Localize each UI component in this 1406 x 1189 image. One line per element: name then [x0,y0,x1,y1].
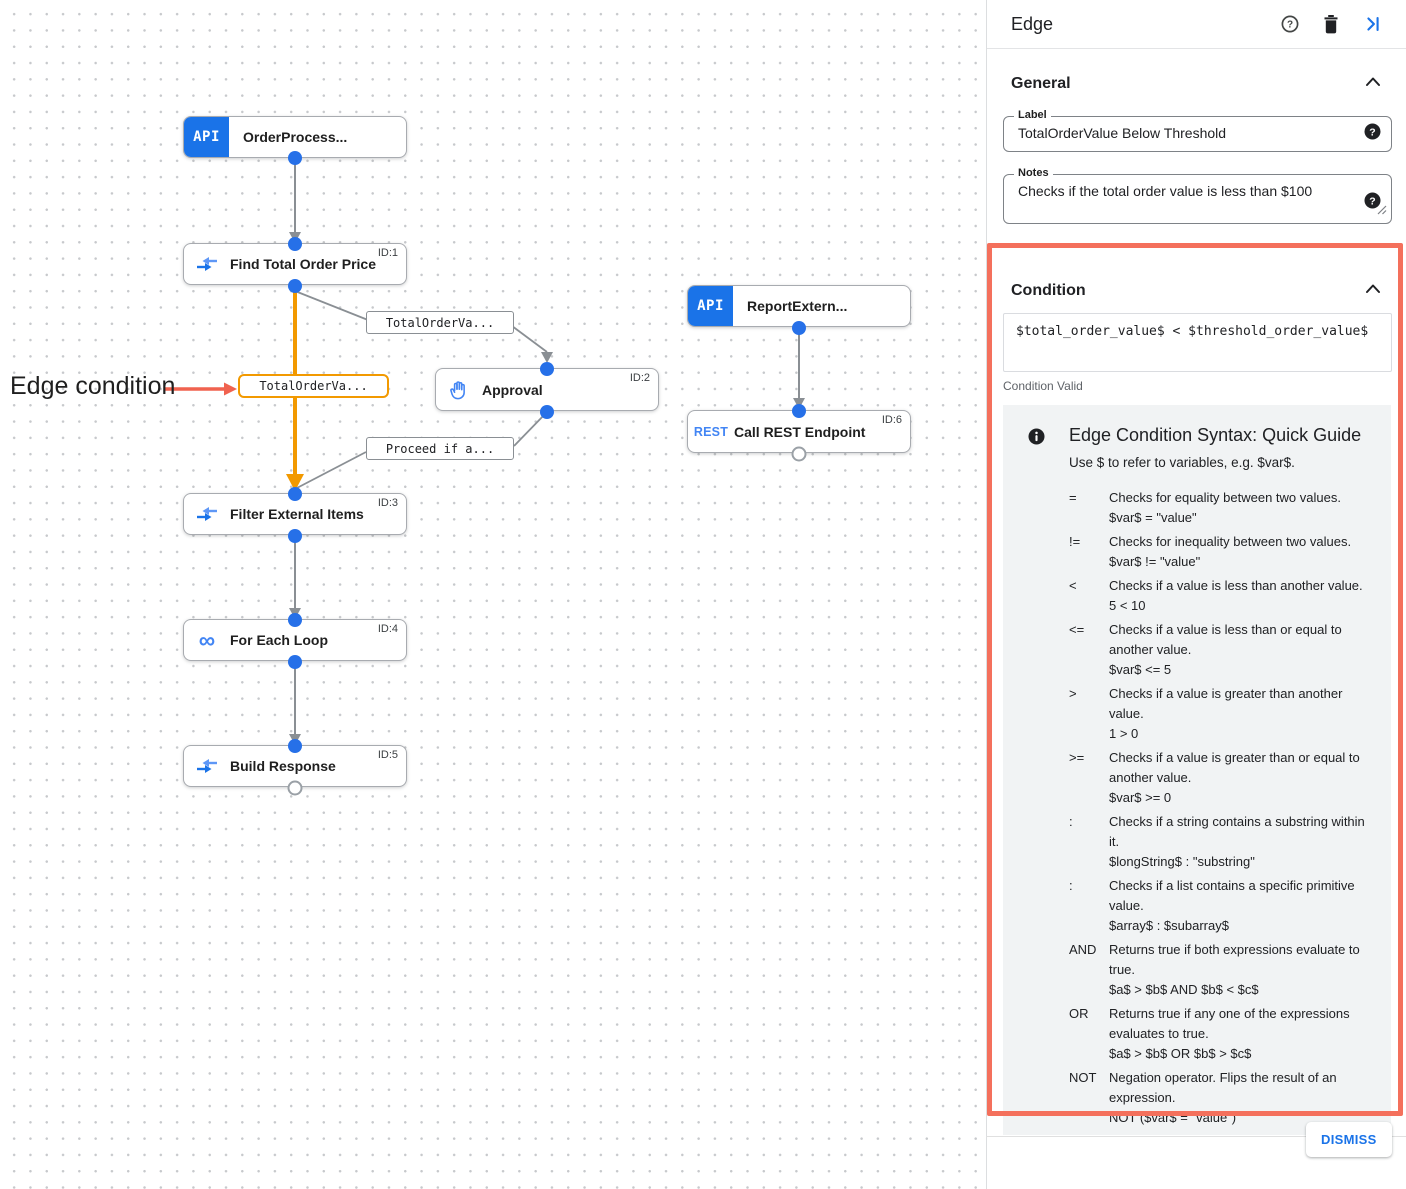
node-label: OrderProcess... [243,129,348,145]
guide-row: >Checks if a value is greater than anoth… [1069,686,1343,741]
node-filter-external-items[interactable]: Filter External Items ID:3 [183,493,407,535]
node-label: Find Total Order Price [230,256,376,272]
guide-row: =Checks for equality between two values.… [1069,490,1341,525]
node-id: ID:5 [377,749,398,761]
node-call-rest-endpoint[interactable]: REST Call REST Endpoint ID:6 [687,410,911,453]
rest-icon: REST [693,424,729,439]
edge-properties-panel: Edge ? [986,0,1406,1189]
guide-row: :Checks if a string contains a substring… [1069,814,1365,869]
data-mapping-icon [184,256,230,272]
node-label: ReportExtern... [747,298,848,314]
panel-header: Edge ? [987,0,1406,48]
guide-subtitle: Use $ to refer to variables, e.g. $var$. [1069,455,1295,470]
label-field-label: Label [1014,109,1051,121]
panel-header-divider [987,48,1406,49]
flow-canvas[interactable]: API OrderProcess... Find Total Order Pri… [0,0,986,1189]
node-approval[interactable]: Approval ID:2 [435,368,659,411]
guide-row: >=Checks if a value is greater than or e… [1069,750,1360,805]
approval-hand-icon [436,379,482,401]
api-trigger-badge: API [184,117,229,157]
node-id: ID:1 [377,247,398,259]
svg-text:?: ? [1369,195,1375,207]
guide-row: <Checks if a value is less than another … [1069,578,1363,613]
notes-textarea[interactable]: Checks if the total order value is less … [1018,183,1313,199]
section-general: General [1011,73,1383,94]
node-id: ID:3 [377,497,398,509]
node-id: ID:6 [881,414,902,426]
info-icon [1028,428,1045,450]
guide-row: <=Checks if a value is less than or equa… [1069,622,1342,677]
help-icon[interactable]: ? [1280,14,1300,34]
label-field[interactable]: Label ? [1003,109,1392,152]
svg-text:?: ? [1369,126,1375,138]
general-section-title: General [1011,74,1071,92]
section-condition: Condition $total_order_value$ < $thresho… [987,280,1406,1135]
svg-text:?: ? [1287,20,1293,31]
loop-icon: ∞ [198,627,216,653]
node-for-each-loop[interactable]: ∞ For Each Loop ID:4 [183,619,407,661]
node-label: Approval [482,381,543,398]
chevron-up-icon[interactable] [1363,280,1383,301]
node-report-external[interactable]: API ReportExtern... [687,285,911,327]
node-id: ID:4 [377,623,398,635]
chevron-up-icon[interactable] [1363,73,1383,94]
edge-label-from-approval[interactable]: Proceed if a... [366,437,514,460]
data-mapping-icon [184,506,230,522]
panel-title: Edge [1011,13,1054,34]
node-find-total-order-price[interactable]: Find Total Order Price ID:1 [183,243,407,285]
notes-field-label: Notes [1014,167,1053,179]
delete-icon[interactable] [1322,14,1340,34]
field-help-icon[interactable]: ? [1364,123,1381,145]
api-trigger-badge: API [688,286,733,326]
node-label: Build Response [230,758,336,774]
guide-row: !=Checks for inequality between two valu… [1069,534,1352,569]
notes-field[interactable]: Notes Checks if the total order value is… [1003,167,1392,224]
condition-expression-input[interactable]: $total_order_value$ < $threshold_order_v… [1003,313,1392,372]
flow-edges-layer [164,151,807,796]
data-mapping-icon [184,758,230,774]
label-input[interactable] [1018,125,1357,141]
collapse-panel-icon[interactable] [1362,13,1384,35]
guide-row: :Checks if a list contains a specific pr… [1069,878,1355,933]
condition-valid-status: Condition Valid [1003,379,1083,393]
node-label: For Each Loop [230,632,328,648]
panel-footer-divider [986,1136,1406,1137]
condition-section-title: Condition [1011,281,1086,299]
dismiss-button[interactable]: DISMISS [1306,1122,1392,1157]
node-label: Filter External Items [230,506,364,522]
node-build-response[interactable]: Build Response ID:5 [183,745,407,787]
node-id: ID:2 [629,372,650,384]
guide-rows: =Checks for equality between two values.… [1069,488,1381,1128]
field-help-icon[interactable]: ? [1364,192,1381,214]
guide-title: Edge Condition Syntax: Quick Guide [1069,425,1362,445]
resize-handle[interactable] [1376,203,1388,221]
edge-label-selected-condition[interactable]: TotalOrderVa... [238,374,389,398]
node-label: Call REST Endpoint [734,423,866,440]
condition-syntax-guide: Edge Condition Syntax: Quick Guide Use $… [1003,405,1391,1135]
node-order-process[interactable]: API OrderProcess... [183,116,407,158]
edge-label-to-approval[interactable]: TotalOrderVa... [366,311,514,334]
edge-condition-annotation: Edge condition [10,372,176,400]
